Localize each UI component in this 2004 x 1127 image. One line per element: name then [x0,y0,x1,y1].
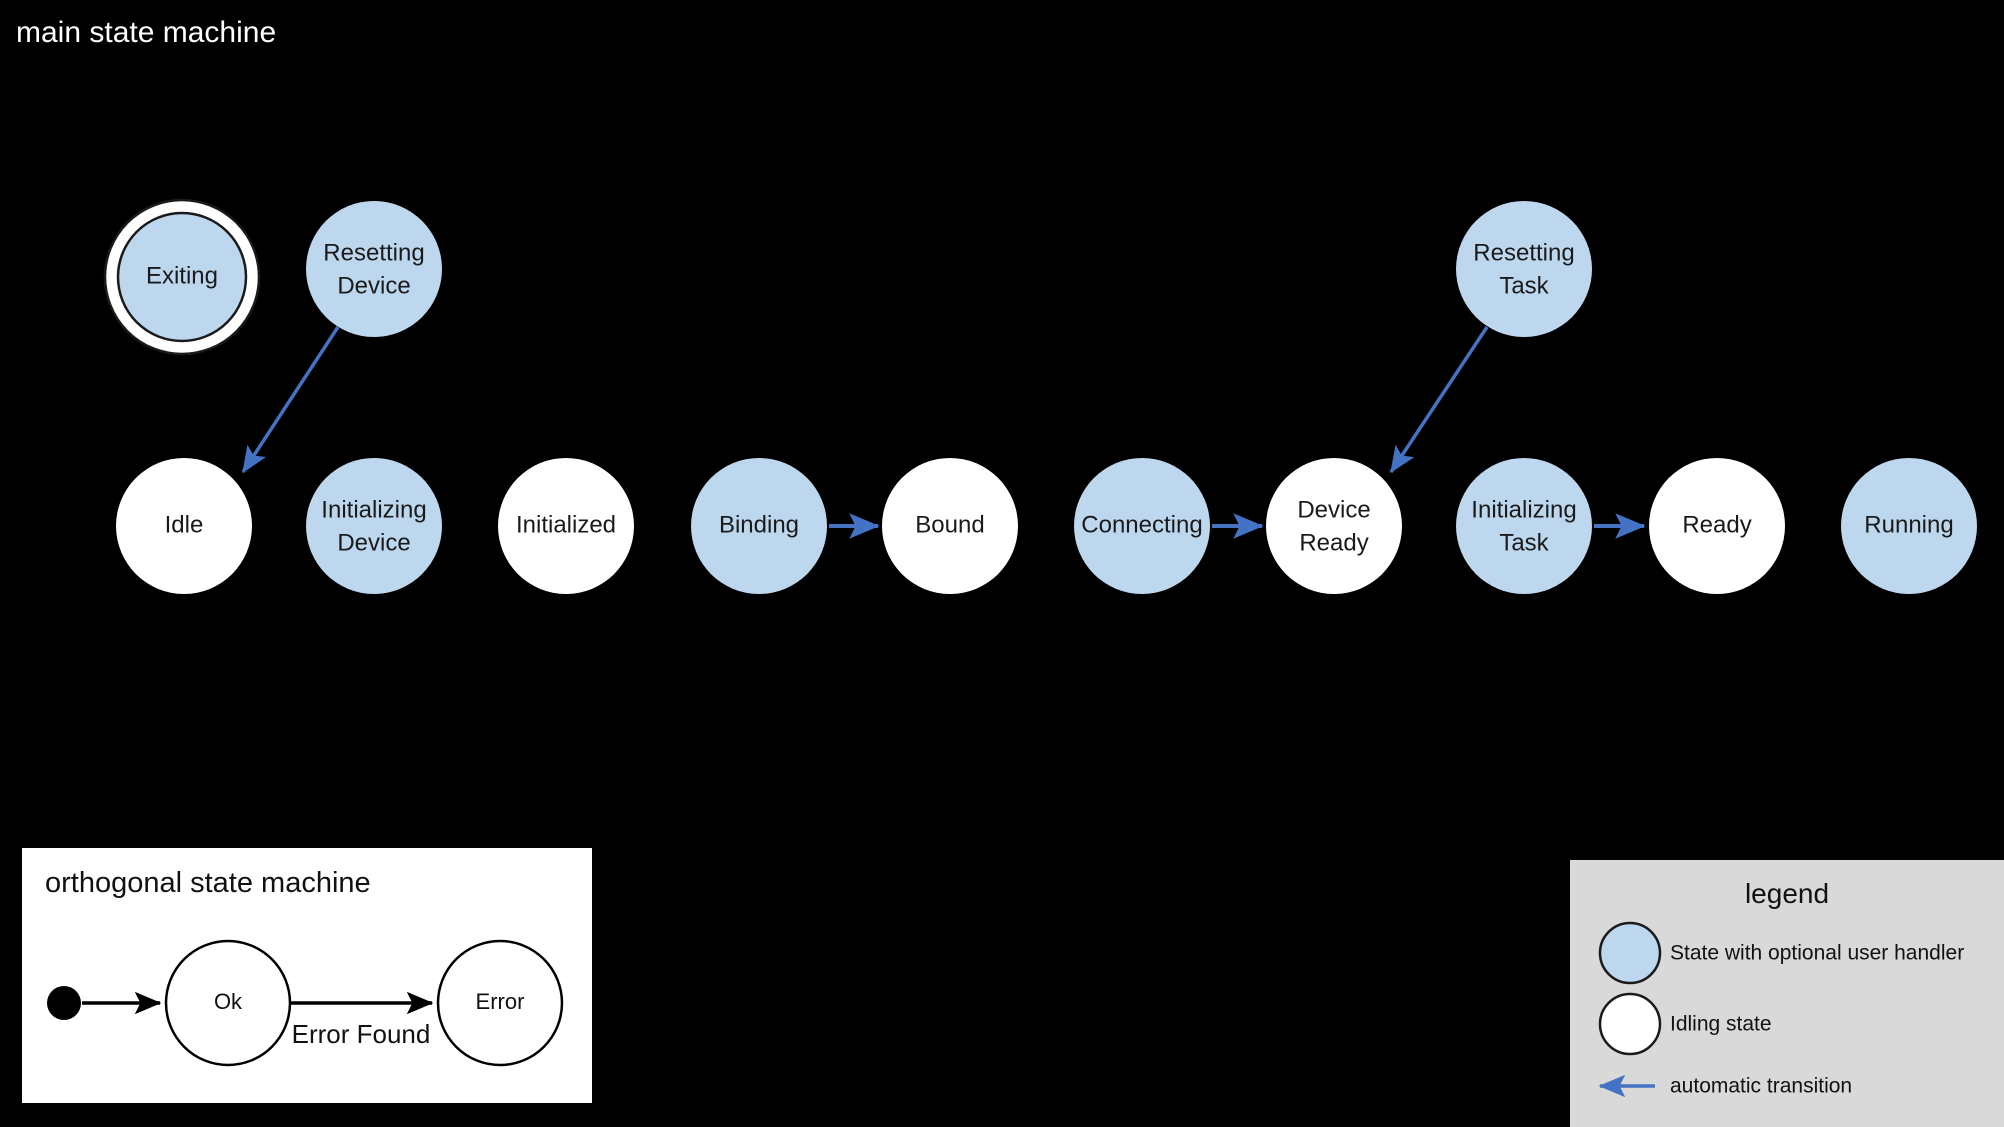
transition-resetting-task-to-device-ready [1389,326,1489,474]
ortho-transition-label: Error Found [292,1019,431,1049]
state-node-device-ready[interactable]: Device Ready [1266,458,1402,594]
ortho-initial-state-dot[interactable] [47,986,81,1020]
legend-item-handler-state: State with optional user handler [1598,921,1964,985]
state-node-resetting-task[interactable]: Resetting Task [1456,201,1592,337]
state-node-exiting[interactable]: Exiting [103,198,261,356]
state-label: Ok [214,989,243,1014]
state-node-initializing-device[interactable]: Initializing Device [306,458,442,594]
state-circle [116,458,252,594]
state-node-binding[interactable]: Binding [691,458,827,594]
state-circle [1074,458,1210,594]
state-circle [1266,458,1402,594]
state-label-line-1: Resetting [1473,239,1574,266]
orthogonal-state-machine-panel: orthogonal state machine Error Found Ok … [22,848,592,1103]
state-node-running[interactable]: Running [1841,458,1977,594]
legend-panel: legend State with optional user handler … [1570,860,2004,1127]
state-node-idle[interactable]: Idle [116,458,252,594]
main-transitions-group [241,326,1646,539]
state-circle [1456,458,1592,594]
state-circle [164,939,292,1067]
state-circle [882,458,1018,594]
state-node-resetting-device[interactable]: Resetting Device [306,201,442,337]
state-circle [436,939,564,1067]
state-circle [1456,201,1592,337]
legend-item-automatic-transition: automatic transition [1598,1075,1852,1098]
state-node-bound[interactable]: Bound [882,458,1018,594]
inner-circle [116,211,248,343]
state-circle [1649,458,1785,594]
state-label: Ready [1682,511,1751,538]
state-circle [306,458,442,594]
state-circle [1841,458,1977,594]
state-label: Connecting [1081,511,1202,538]
state-label: Exiting [146,262,218,289]
state-label-line-1: Device [1297,496,1370,523]
legend-item-label: Idling state [1670,1013,1772,1036]
state-node-initialized[interactable]: Initialized [498,458,634,594]
state-label-line-1: Initializing [1471,496,1576,523]
state-label: Bound [915,511,984,538]
state-label-line-2: Device [337,529,410,556]
state-circle [306,201,442,337]
state-label: Initialized [516,511,616,538]
ortho-state-node-ok[interactable]: Ok [164,939,292,1067]
legend-item-label: State with optional user handler [1670,942,1964,965]
state-label-line-1: Resetting [323,239,424,266]
legend-title: legend [1745,878,1829,909]
legend-item-label: automatic transition [1670,1075,1852,1098]
state-label: Error [476,989,525,1014]
legend-handler-state-swatch [1598,921,1662,985]
state-label-line-2: Task [1499,272,1549,299]
state-node-connecting[interactable]: Connecting [1074,458,1210,594]
state-node-initializing-task[interactable]: Initializing Task [1456,458,1592,594]
state-label-line-2: Ready [1299,529,1368,556]
state-label-line-1: Initializing [321,496,426,523]
legend-idling-state-swatch [1598,992,1662,1056]
transition-resetting-device-to-idle [241,326,340,474]
legend-background [1570,860,2004,1127]
state-circle [498,458,634,594]
state-label: Binding [719,511,799,538]
state-node-ready[interactable]: Ready [1649,458,1785,594]
state-label-line-2: Task [1499,529,1549,556]
state-label: Idle [165,511,204,538]
panel-title: orthogonal state machine [45,867,371,899]
state-label: Running [1864,511,1953,538]
state-circle [691,458,827,594]
legend-item-idling-state: Idling state [1598,992,1772,1056]
page-title: main state machine [16,16,276,49]
ortho-state-node-error[interactable]: Error [436,939,564,1067]
state-label-line-2: Device [337,272,410,299]
